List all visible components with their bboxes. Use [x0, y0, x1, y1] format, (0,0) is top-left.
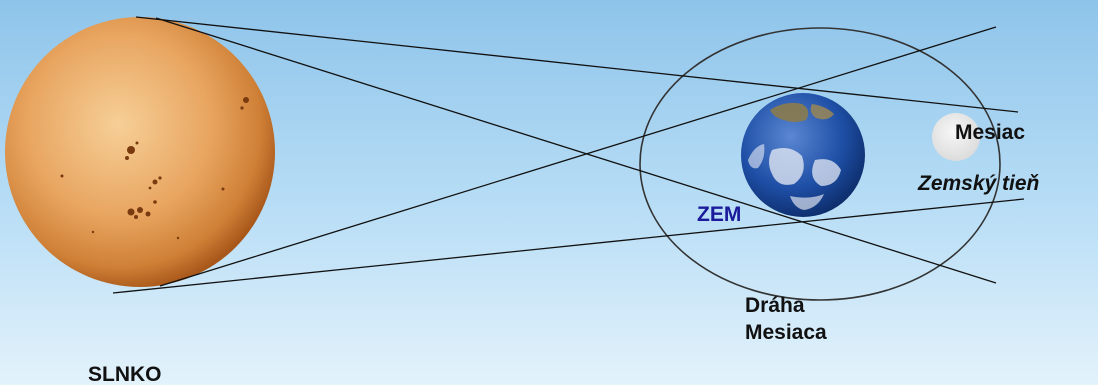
moon-label: Mesiac — [955, 122, 1025, 143]
orbit-label-line1: Dráha — [745, 294, 805, 317]
earth — [741, 93, 865, 217]
sun-label: SLNKO — [88, 364, 162, 385]
orbit-label: Dráha Mesiaca — [745, 292, 885, 346]
orbit-label-line2: Mesiaca — [745, 321, 827, 344]
shadow-label: Zemský tieň — [918, 173, 1039, 194]
earth-label: ZEM — [697, 204, 741, 225]
sun — [5, 17, 275, 287]
